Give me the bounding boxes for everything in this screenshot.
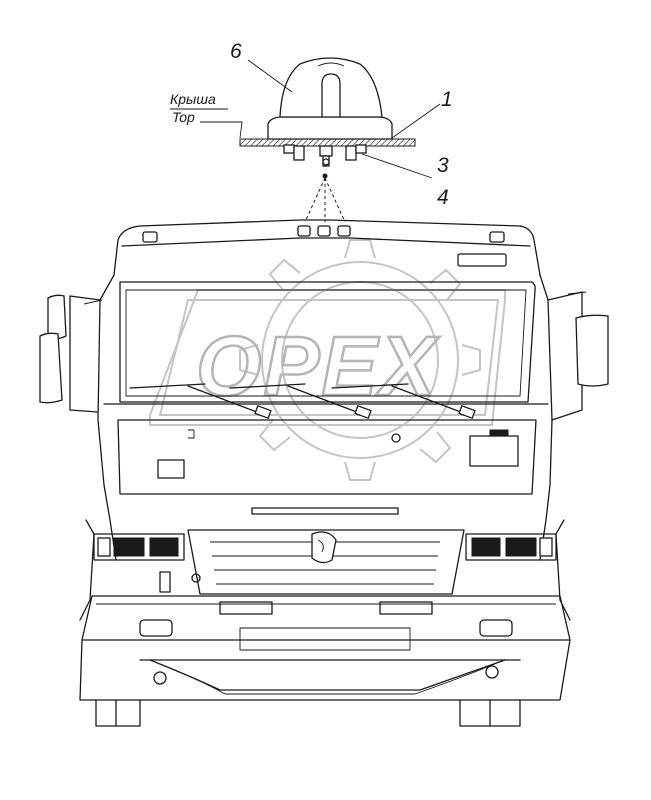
callout-4: 4 xyxy=(437,186,449,209)
callout-1: 1 xyxy=(441,88,453,111)
headlight-left xyxy=(93,533,185,561)
callout-leaders xyxy=(200,59,441,179)
front-panel xyxy=(117,419,537,495)
bumper-step-right xyxy=(379,601,433,615)
roof-beacon-lamp-icon xyxy=(279,57,383,118)
roof-marker-right xyxy=(489,231,505,243)
visor-lamp xyxy=(457,253,507,267)
roof-lamp-2 xyxy=(317,225,331,237)
roof-lamp-1 xyxy=(297,225,311,237)
panel-plate-right xyxy=(469,435,519,467)
wipers xyxy=(129,383,476,419)
roof-label-en: Top xyxy=(172,109,195,125)
panel-plate-left xyxy=(157,459,185,479)
grille xyxy=(187,529,465,595)
roof-lamp-3 xyxy=(337,225,351,237)
foglight-left xyxy=(139,619,173,637)
beacon-base xyxy=(267,116,393,140)
mirror-right xyxy=(547,291,609,421)
windshield xyxy=(119,281,536,403)
bumper-step-left xyxy=(219,601,273,615)
kamaz-horse-logo-icon xyxy=(311,531,337,564)
mount-bolts xyxy=(283,144,367,167)
watermark-text: OPEX xyxy=(196,319,440,413)
headlight-right xyxy=(465,533,557,561)
callout-3: 3 xyxy=(437,154,449,177)
foglight-right xyxy=(479,619,513,637)
hood-strip xyxy=(251,507,399,515)
watermark: OPEX xyxy=(149,239,506,481)
roof-marker-left xyxy=(142,231,158,243)
callout-6: 6 xyxy=(230,40,242,63)
roof-panel xyxy=(239,138,416,147)
mirror-left xyxy=(39,294,103,413)
roof-beacon-detail xyxy=(239,57,416,223)
roof-label-ru: Крыша xyxy=(170,91,216,107)
wheel-left xyxy=(95,699,141,727)
bumper xyxy=(81,595,571,641)
truck-front-view-icon xyxy=(39,219,609,727)
